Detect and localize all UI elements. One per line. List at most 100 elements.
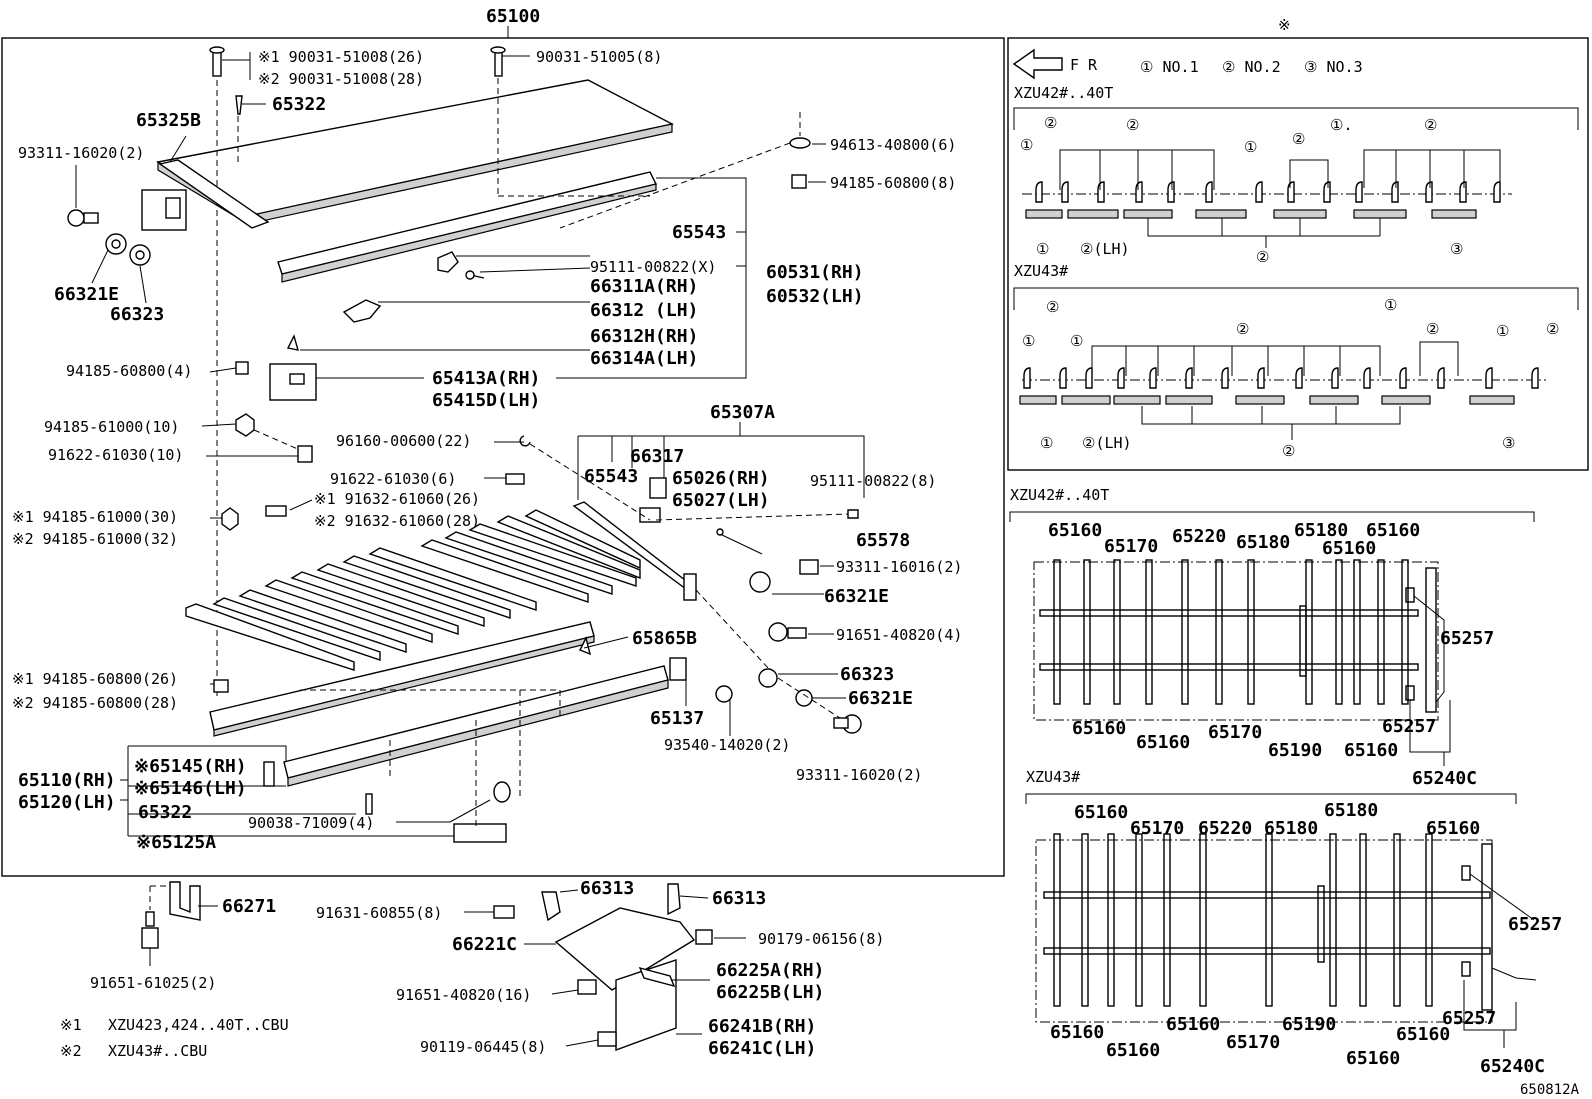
frame1-crossmember: [1181, 559, 1189, 705]
l2-c2-c: ②: [1426, 320, 1439, 338]
frame1-title: XZU42#..40T: [1010, 486, 1109, 504]
l1-c3: ③: [1450, 240, 1463, 258]
label-s2-94185-32: ※2 94185-61000(32): [12, 530, 178, 548]
legend-layout-1: ① ② ② ① ② ①. ② ① ②(LH) ② ③: [1013, 107, 1579, 266]
legend2-block: [1019, 395, 1057, 405]
f2-65160-c: 65160: [1050, 1022, 1104, 1043]
legend2-post: [1059, 367, 1067, 389]
legend-fr: F R: [1070, 56, 1098, 74]
frame1-crossmember: [1401, 559, 1409, 705]
label-90038: 90038-71009(4): [248, 814, 374, 832]
label-94185-4: 94185-60800(4): [66, 362, 192, 380]
f2-65170-a: 65170: [1130, 818, 1184, 839]
label-96160: 96160-00600(22): [336, 432, 471, 450]
l2-c2-e: ②: [1282, 442, 1295, 460]
frame1-crossmember: [1113, 559, 1121, 705]
label-65110: 65110(RH): [18, 770, 116, 791]
l1-c2-b: ②: [1126, 116, 1139, 134]
rail-65543: [277, 171, 658, 283]
label-65146: ※65146(LH): [134, 778, 247, 799]
legend-title-1: XZU42#..40T: [1014, 84, 1113, 102]
legend-layout-2: ① ② ① ② ① ② ① ② ① ②(LH) ② ③: [1013, 287, 1579, 460]
l1-c1dot: ①.: [1330, 116, 1352, 134]
legend2-post: [1221, 367, 1229, 389]
legend2-post: [1485, 367, 1493, 389]
front-arrow-icon: [1012, 48, 1063, 80]
l1-c1-b: ①: [1244, 138, 1257, 156]
legend-box: ※ F R ① NO.1 ② NO.2 ③ NO.3 XZU42#..40T X…: [1007, 16, 1589, 471]
f1-65257-b: 65257: [1382, 716, 1436, 737]
label-65322-top: 65322: [272, 94, 326, 115]
legend2-post: [1437, 367, 1445, 389]
frame1-crossmember: [1335, 559, 1343, 705]
frame2-crossmember: [1425, 833, 1433, 1007]
label-94185-10: 94185-61000(10): [44, 418, 179, 436]
l2-c2-d: ②: [1546, 320, 1559, 338]
label-65578: 65578: [856, 530, 910, 551]
label-93311-16020b: 93311-16020(2): [796, 766, 922, 784]
label-93311-2: 93311-16020(2): [18, 144, 144, 162]
label-91651-61025: 91651-61025(2): [90, 974, 216, 992]
legend1-post: [1287, 181, 1295, 203]
label-s2-91632: ※2 91632-61060(28): [314, 512, 480, 530]
label-60532: 60532(LH): [766, 286, 864, 307]
f2-65257-b: 65257: [1442, 1008, 1496, 1029]
l2-c2lh: ②(LH): [1082, 434, 1132, 452]
f2-65160-f: 65160: [1346, 1048, 1400, 1069]
frame2-crossmember: [1329, 833, 1337, 1007]
label-91631: 91631-60855(8): [316, 904, 442, 922]
label-66312: 66312 (LH): [590, 300, 698, 321]
l2-c2-b: ②: [1236, 320, 1249, 338]
legend1-post: [1459, 181, 1467, 203]
l2-c1-c: ①: [1384, 296, 1397, 314]
side-rail-65325b: [141, 135, 270, 231]
l1-c1-a: ①: [1020, 136, 1033, 154]
label-65125a: ※65125A: [136, 832, 216, 853]
label-65322-b: 65322: [138, 802, 192, 823]
label-66323-b: 66323: [840, 664, 894, 685]
l1-c2-d: ②: [1424, 116, 1437, 134]
legend2-post: [1117, 367, 1125, 389]
label-66314a: 66314A(LH): [590, 348, 698, 369]
legend2-block: [1113, 395, 1161, 405]
l1-c2-a: ②: [1044, 114, 1057, 132]
frame2-crossmember: [1359, 833, 1367, 1007]
legend1-post: [1035, 181, 1043, 203]
label-65543: 65543: [672, 222, 726, 243]
frame1-crossmember: [1377, 559, 1385, 705]
legend2-post: [1257, 367, 1265, 389]
label-66323-a: 66323: [110, 304, 164, 325]
label-94185-8: 94185-60800(8): [830, 174, 956, 192]
legend2-post: [1185, 367, 1193, 389]
label-65413a: 65413A(RH): [432, 368, 540, 389]
f2-65160-e: 65160: [1166, 1014, 1220, 1035]
f2-65160-b: 65160: [1426, 818, 1480, 839]
f1-65160-d: 65160: [1072, 718, 1126, 739]
label-s1-91632: ※1 91632-61060(26): [314, 490, 480, 508]
note2-mark: ※2: [60, 1042, 82, 1060]
legend2-block: [1469, 395, 1515, 405]
legend2-block: [1165, 395, 1213, 405]
label-91622-6: 91622-61030(6): [330, 470, 456, 488]
mid-fasteners: [221, 413, 531, 531]
label-66321e-c: 66321E: [848, 688, 913, 709]
l2-c2-a: ②: [1046, 298, 1059, 316]
label-95111-8: 95111-00822(8): [810, 472, 936, 490]
legend-no2: ② NO.2: [1222, 58, 1281, 76]
legend2-post: [1085, 367, 1093, 389]
frame1-crossmember: [1215, 559, 1223, 705]
legend1-block: [1195, 209, 1247, 219]
f2-65180-a: 65180: [1264, 818, 1318, 839]
label-66241b: 66241B(RH): [708, 1016, 816, 1037]
f2-65220: 65220: [1198, 818, 1252, 839]
f1-65180-b: 65180: [1294, 520, 1348, 541]
f1-65160-a: 65160: [1048, 520, 1102, 541]
note2-text: XZU43#..CBU: [108, 1042, 207, 1060]
top-bolts: [209, 46, 506, 700]
l2-c1-d: ①: [1496, 322, 1509, 340]
label-66313-b: 66313: [712, 888, 766, 909]
legend1-block: [1353, 209, 1407, 219]
legend1-post: [1097, 181, 1105, 203]
label-66321e-b: 66321E: [824, 586, 889, 607]
label-66225a: 66225A(RH): [716, 960, 824, 981]
